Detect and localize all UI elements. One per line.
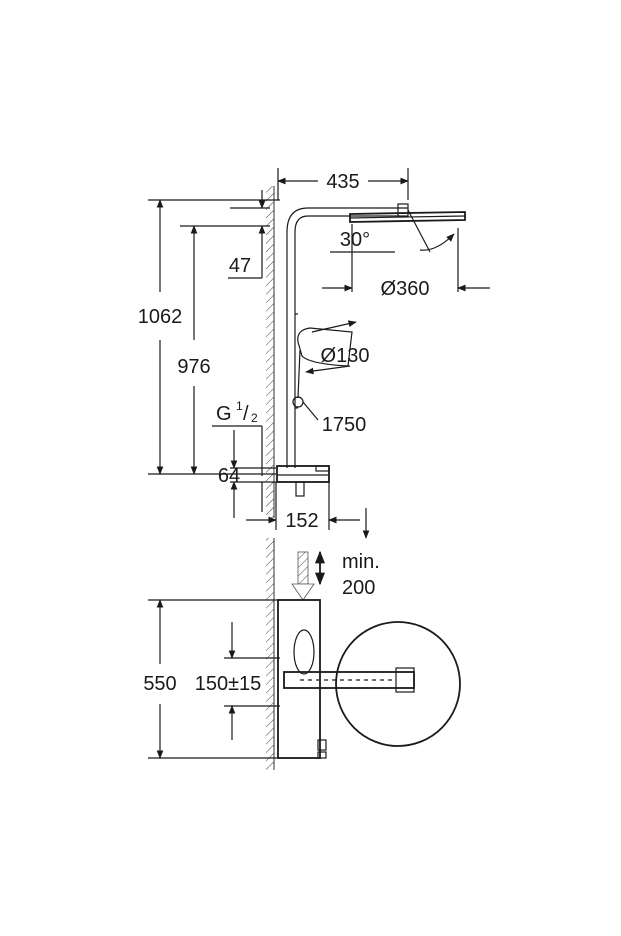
label-47: 47: [229, 255, 251, 277]
dim-1750: 1750: [302, 401, 367, 436]
dim-47: 47: [228, 190, 270, 279]
thread-slash: /: [243, 403, 249, 425]
clearance-arrow: [297, 551, 309, 585]
label-150: 150±15: [195, 673, 262, 695]
wall-hatch-lower: [266, 538, 274, 770]
shower-arm-front: [283, 667, 415, 693]
label-360: Ø360: [381, 278, 430, 300]
dim-976: 976: [177, 225, 230, 475]
dim-152: 152: [246, 482, 360, 532]
thermostat-side: [276, 465, 330, 497]
dim-130: Ø130: [305, 320, 370, 375]
head-shower-front: [335, 621, 461, 747]
dim-360: Ø360: [322, 224, 490, 300]
front-view: min. 200 550: [143, 538, 461, 770]
dim-spacing: 150±15: [195, 622, 280, 740]
label-1062: 1062: [138, 306, 183, 328]
riser-pipe: [286, 207, 408, 468]
label-1750: 1750: [322, 414, 367, 436]
label-thread-den: 2: [251, 411, 258, 425]
label-thread-num: 1: [236, 399, 243, 413]
dim-clearance: min. 200: [291, 550, 380, 601]
label-g: G: [216, 403, 232, 425]
dim-1062: 1062: [138, 199, 280, 475]
label-976: 976: [177, 356, 210, 378]
thermostat-front: [277, 599, 327, 759]
dim-550: 550: [143, 599, 280, 759]
wall-hatch-upper: [266, 186, 274, 518]
head-shower-side: [349, 203, 466, 223]
label-200: 200: [342, 577, 375, 599]
label-130: Ø130: [321, 345, 370, 367]
label-435: 435: [326, 171, 359, 193]
dim-435: 435: [277, 168, 409, 200]
label-550: 550: [143, 673, 176, 695]
label-30deg: 30°: [340, 229, 370, 251]
side-view: 435 30° Ø360 47: [138, 168, 490, 539]
dim-angle: 30°: [330, 209, 455, 253]
dim-thread: G 1 / 2: [212, 399, 263, 476]
label-152: 152: [285, 510, 318, 532]
dim-64: 64: [218, 430, 276, 518]
label-64: 64: [218, 465, 240, 487]
label-min: min.: [342, 551, 380, 573]
